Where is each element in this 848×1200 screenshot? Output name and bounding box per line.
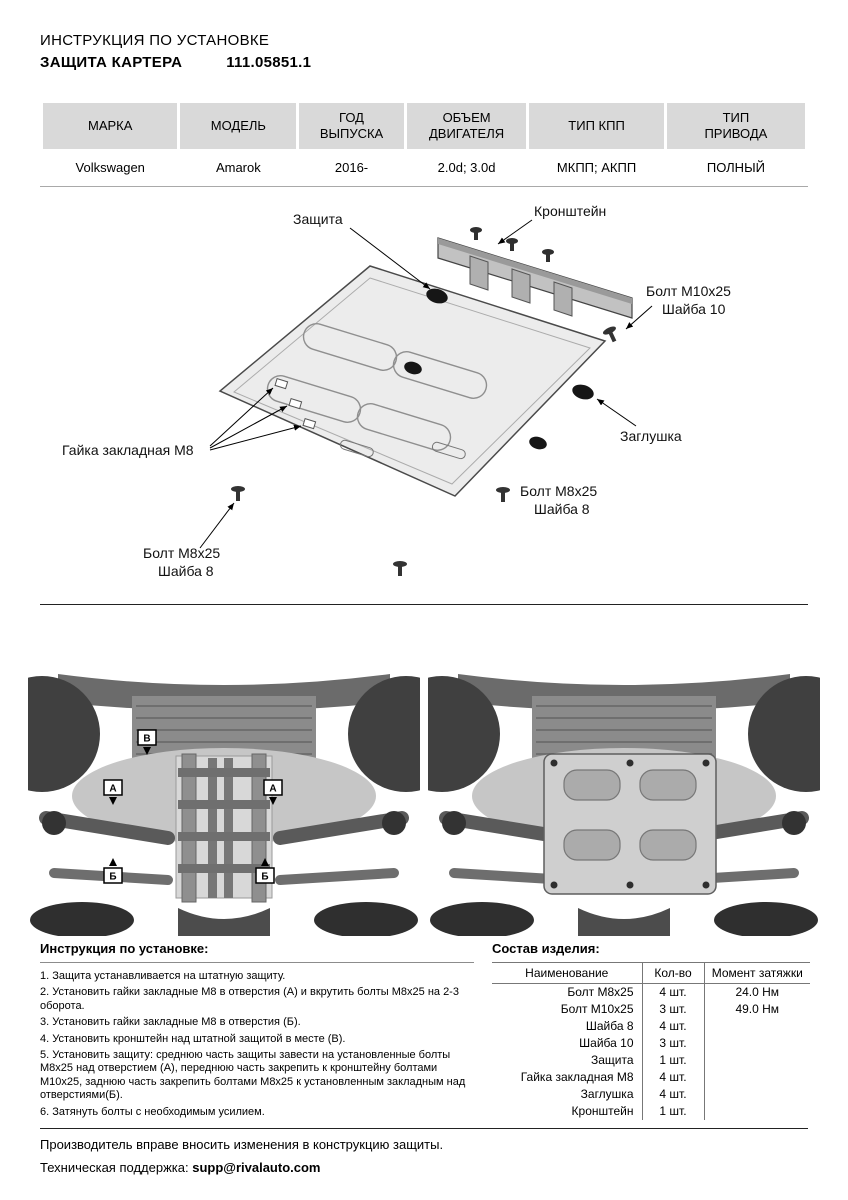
svg-text:Б: Б: [109, 872, 116, 883]
label-plug: Заглушка: [620, 428, 682, 444]
spec-value-year: 2016-: [334, 160, 369, 175]
instructions-title: Инструкция по установке:: [40, 941, 209, 956]
parts-row: Защита 1 шт.: [492, 1052, 810, 1069]
product-name: ЗАЩИТА КАРТЕРА: [40, 54, 183, 71]
parts-row: Болт М8х25 4 шт. 24.0 Нм: [492, 983, 810, 1001]
photo-before-svg: В А А Б Б: [0, 674, 464, 938]
photo-after-installation: [384, 668, 848, 938]
label-washer-10: Шайба 10: [662, 301, 726, 317]
label-guard: Защита: [293, 211, 343, 227]
hole-marker-b-right: Б: [255, 858, 275, 884]
spec-value-engine: 2.0d; 3.0d: [437, 160, 496, 175]
installation-instructions-section: Инструкция по установке: 1. Защита устан…: [40, 941, 474, 1122]
svg-text:В: В: [143, 734, 150, 745]
support-label: Техническая поддержка:: [40, 1160, 189, 1175]
spec-value-drive: ПОЛНЫЙ: [706, 160, 765, 175]
label-washer-8-left: Шайба 8: [158, 563, 214, 579]
parts-row: Кронштейн 1 шт.: [492, 1103, 810, 1120]
parts-row: Шайба 8 4 шт.: [492, 1018, 810, 1035]
parts-table: Наименование Кол-во Момент затяжки Болт …: [492, 962, 810, 1120]
spec-header-drive: ТИП ПРИВОДА: [666, 103, 805, 149]
label-bolt-m8-left: Болт М8х25: [143, 545, 220, 561]
support-line: Техническая поддержка: supp@rivalauto.co…: [40, 1160, 320, 1175]
instruction-step: 1. Защита устанавливается на штатную защ…: [40, 970, 286, 982]
bolt-m8-bottom-drawing: [393, 561, 407, 576]
label-clip-nut: Гайка закладная М8: [62, 442, 194, 458]
document-subtitle: ЗАЩИТА КАРТЕРА 111.05851.1: [40, 54, 311, 71]
leader-lines: [199, 219, 653, 549]
parts-header-qty: Кол-во: [641, 962, 704, 984]
parts-header-torque: Момент затяжки: [703, 962, 810, 984]
svg-text:А: А: [269, 784, 276, 795]
parts-row: Гайка закладная М8 4 шт.: [492, 1069, 810, 1086]
bolt-m8-right-drawing: [496, 487, 510, 502]
spec-header-engine: ОБЪЕМ ДВИГАТЕЛЯ: [406, 103, 527, 149]
spec-value-brand: Volkswagen: [75, 160, 145, 175]
label-bracket: Кронштейн: [534, 203, 606, 219]
support-email: supp@rivalauto.com: [192, 1160, 321, 1175]
parts-title: Состав изделия:: [492, 941, 600, 956]
installed-plate-drawing: [543, 753, 717, 895]
instructions-rule: [40, 962, 474, 963]
skid-plate-drawing: [218, 265, 607, 497]
spec-row: Volkswagen Amarok 2016- 2.0d; 3.0d МКПП;…: [43, 149, 805, 186]
section-divider: [40, 604, 808, 605]
spec-header-year: ГОД ВЫПУСКА: [299, 103, 404, 149]
spec-value-model: Amarok: [215, 160, 261, 175]
spec-header-model: МОДЕЛЬ: [180, 103, 297, 149]
instruction-step: 3. Установить гайки закладные М8 в отвер…: [40, 1016, 301, 1029]
document-header: ИНСТРУКЦИЯ ПО УСТАНОВКЕ ЗАЩИТА КАРТЕРА 11…: [40, 32, 311, 71]
clip-nut-holes-drawing: [274, 378, 317, 430]
svg-text:Б: Б: [261, 872, 268, 883]
instruction-step: 6. Затянуть болты с необходимым усилием.: [40, 1105, 265, 1118]
hole-marker-a-right: А: [263, 779, 283, 805]
vehicle-spec-section: МАРКА МОДЕЛЬ ГОД ВЫПУСКА ОБЪЕМ ДВИГАТЕЛЯ…: [40, 103, 808, 187]
hole-marker-b-left: Б: [103, 858, 123, 884]
parts-header-name: Наименование: [492, 962, 642, 984]
label-washer-8-right: Шайба 8: [534, 501, 590, 517]
parts-row: Болт М10х25 3 шт. 49.0 Нм: [492, 1001, 810, 1018]
exploded-view-diagram: Защита Кронштейн Болт М10х25 Шайба 10 За…: [40, 196, 810, 602]
manufacturer-notice: Производитель вправе вносить изменения в…: [40, 1137, 444, 1152]
bolt-m10-drawing: [602, 326, 617, 343]
plug-holes-drawing: [404, 288, 594, 450]
bolt-m8-left-drawing: [231, 486, 245, 501]
footer-divider: [40, 1128, 808, 1129]
label-bolt-m10: Болт М10х25: [646, 283, 731, 299]
hole-marker-a-left: А: [103, 779, 123, 805]
vehicle-spec-table: МАРКА МОДЕЛЬ ГОД ВЫПУСКА ОБЪЕМ ДВИГАТЕЛЯ…: [40, 103, 808, 186]
hole-marker-v: В: [137, 729, 157, 755]
spec-table-underline: [40, 186, 808, 187]
document-title: ИНСТРУКЦИЯ ПО УСТАНОВКЕ: [40, 32, 270, 49]
parts-row: Шайба 10 3 шт.: [492, 1035, 810, 1052]
part-number: 111.05851.1: [226, 54, 312, 71]
label-bolt-m8-right: Болт М8х25: [520, 483, 597, 499]
instruction-step: 4. Установить кронштейн над штатной защи…: [40, 1032, 346, 1045]
parts-row: Заглушка 4 шт.: [492, 1086, 810, 1103]
instruction-step: 5. Установить защиту: среднюю часть защи…: [40, 1049, 466, 1102]
parts-list-section: Состав изделия: Наименование Кол-во Моме…: [492, 941, 810, 1120]
photo-after-svg: [384, 674, 848, 938]
instruction-step: 2. Установить гайки закладные М8 в отвер…: [40, 986, 459, 1012]
photo-before-installation: В А А Б Б: [0, 668, 464, 938]
spec-header-gearbox: ТИП КПП: [529, 103, 664, 149]
spec-value-gearbox: МКПП; АКПП: [556, 160, 637, 175]
exploded-view-svg: Защита Кронштейн Болт М10х25 Шайба 10 За…: [62, 203, 731, 579]
svg-text:А: А: [109, 784, 116, 795]
bracket-drawing: [437, 227, 633, 319]
bracket-bolts-drawing: [470, 227, 554, 262]
spec-header-brand: МАРКА: [43, 103, 178, 149]
